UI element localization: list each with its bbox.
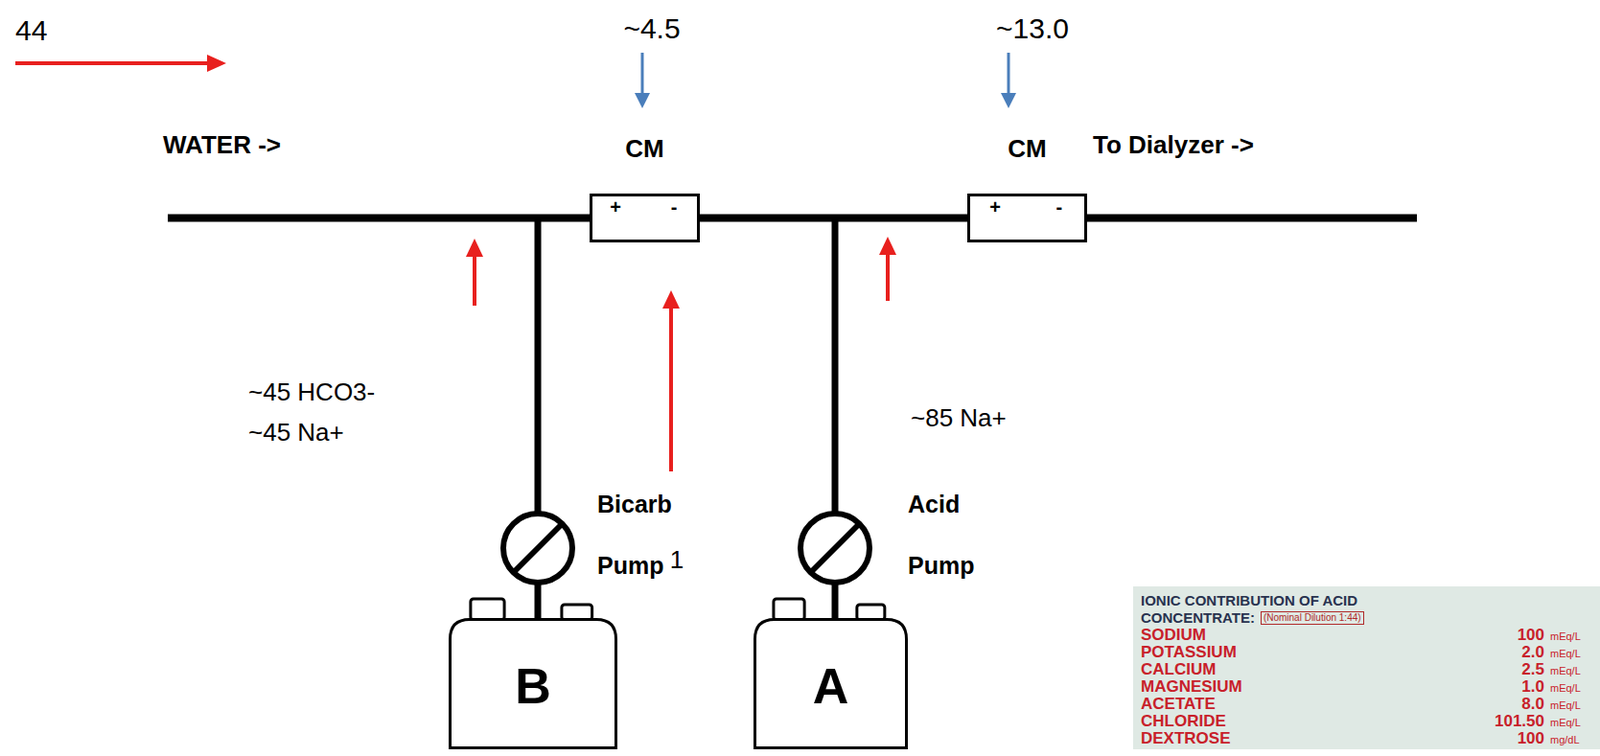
terminal-sign: + [609,197,622,217]
conductivity-meter: CM+- [589,193,700,243]
table-cell: 2.5 [1521,661,1545,679]
dilution-note: (Nominal Dilution 1:44) [1260,611,1365,626]
table-unit: mEq/L [1550,645,1587,663]
meter-label: CM [1007,134,1046,163]
table-value: 101.50 mEq/L [1494,713,1587,732]
concentrate-jug: A [753,618,908,750]
water-line [167,214,592,223]
arrow-head [465,238,484,257]
table-cell: SODIUM [1140,626,1206,645]
table-unit: mEq/L [1550,662,1587,680]
diagram-label: ~45 HCO3- [248,377,375,408]
jug-cap [773,599,805,621]
pump-label: Acid Pump [907,473,974,597]
arrow-head [1000,92,1017,109]
terminal-sign: - [1055,197,1063,217]
pump-symbol: Bicarb Pump [499,510,577,587]
diagram-label: WATER -> [162,130,281,161]
table-cell: 2.0 [1521,644,1545,662]
arrow-head [879,236,897,256]
table-cell: 100 [1517,730,1545,748]
jug-letter: B [448,659,618,714]
pump-slash [514,525,561,572]
diagram-label: ~45 Na+ [248,417,345,448]
diagram-label: ~13.0 [996,11,1069,47]
panel-heading: IONIC CONTRIBUTION OF ACID [1140,592,1587,610]
flow-arrow [885,251,890,302]
table-unit: mEq/L [1550,696,1587,715]
arrow-head [662,290,680,309]
concentrate-jug: B [448,618,618,750]
table-cell: 101.50 [1494,713,1545,731]
pipe-line [534,586,542,619]
pump-circle [800,513,870,583]
conductivity-meter: CM+- [967,193,1088,243]
table-value: 2.0 mEq/L [1521,644,1587,663]
meter-label: CM [625,134,664,163]
table-value: 1.0 mEq/L [1521,678,1587,697]
table-value: 2.5 mEq/L [1521,661,1587,680]
terminal-sign: + [989,197,1001,217]
table-cell: DEXTROSE [1140,730,1231,748]
diagram-label: ~85 Na+ [910,403,1007,434]
pump-circle [503,513,573,583]
pump-symbol: Acid Pump [796,510,874,587]
diagram-label: ~4.5 [623,11,680,47]
table-unit: mg/dL [1550,731,1587,749]
reading-arrow [641,52,645,96]
table-row: CHLORIDE 101.50 mEq/L [1140,713,1587,731]
table-cell: 8.0 [1521,695,1545,714]
table-cell: ACETATE [1140,695,1216,714]
table-row: MAGNESIUM 1.0 mEq/L [1140,678,1587,696]
pump-slash [811,525,858,572]
pump-label: Bicarb Pump [597,473,673,597]
table-row: SODIUM 100 mEq/L [1140,626,1587,645]
pipe-line [834,218,968,511]
jug-cap [470,599,505,621]
jug-spout [857,604,885,621]
pipe-line [537,218,590,511]
table-value: 8.0 mEq/L [1521,695,1587,715]
diagram-label: 44 [15,13,47,48]
table-row: DEXTROSE 100 mg/dL [1140,730,1587,748]
dialyzer-line [1085,214,1417,223]
table-row: CALCIUM 2.5 mEq/L [1140,661,1587,679]
table-row: ACETATE 8.0 mEq/L [1140,695,1587,714]
flow-arrow [669,304,673,472]
arrow-head [634,92,650,109]
flow-arrow [15,61,211,66]
arrow-head [207,54,227,72]
table-unit: mEq/L [1550,679,1587,697]
flow-arrow [472,253,477,306]
table-cell: MAGNESIUM [1140,678,1243,696]
terminal-sign: - [671,197,678,217]
table-value: 100 mg/dL [1517,730,1587,749]
reading-arrow [1007,52,1011,96]
jug-spout [561,604,593,621]
diagram-label: To Dialyzer -> [1092,130,1254,161]
table-value: 100 mEq/L [1517,626,1587,646]
pipe-line [832,586,839,619]
table-unit: mEq/L [1550,627,1587,646]
jug-letter: A [753,659,908,714]
pump-icon [499,510,577,587]
diagram-label: 1 [670,545,684,576]
table-cell: POTASSIUM [1140,644,1237,662]
table-cell: CHLORIDE [1140,713,1227,731]
table-row: POTASSIUM 2.0 mEq/L [1140,644,1587,662]
table-unit: mEq/L [1550,714,1587,732]
table-cell: CALCIUM [1140,661,1216,679]
table-cell: 100 [1517,626,1545,645]
table-cell: 1.0 [1521,678,1545,696]
panel-subheading: CONCENTRATE: (Nominal Dilution 1:44) [1140,609,1587,627]
panel-subheading-text: CONCENTRATE: [1140,609,1255,627]
label-panel: IONIC CONTRIBUTION OF ACIDCONCENTRATE: (N… [1133,586,1600,750]
pump-icon [796,510,874,587]
